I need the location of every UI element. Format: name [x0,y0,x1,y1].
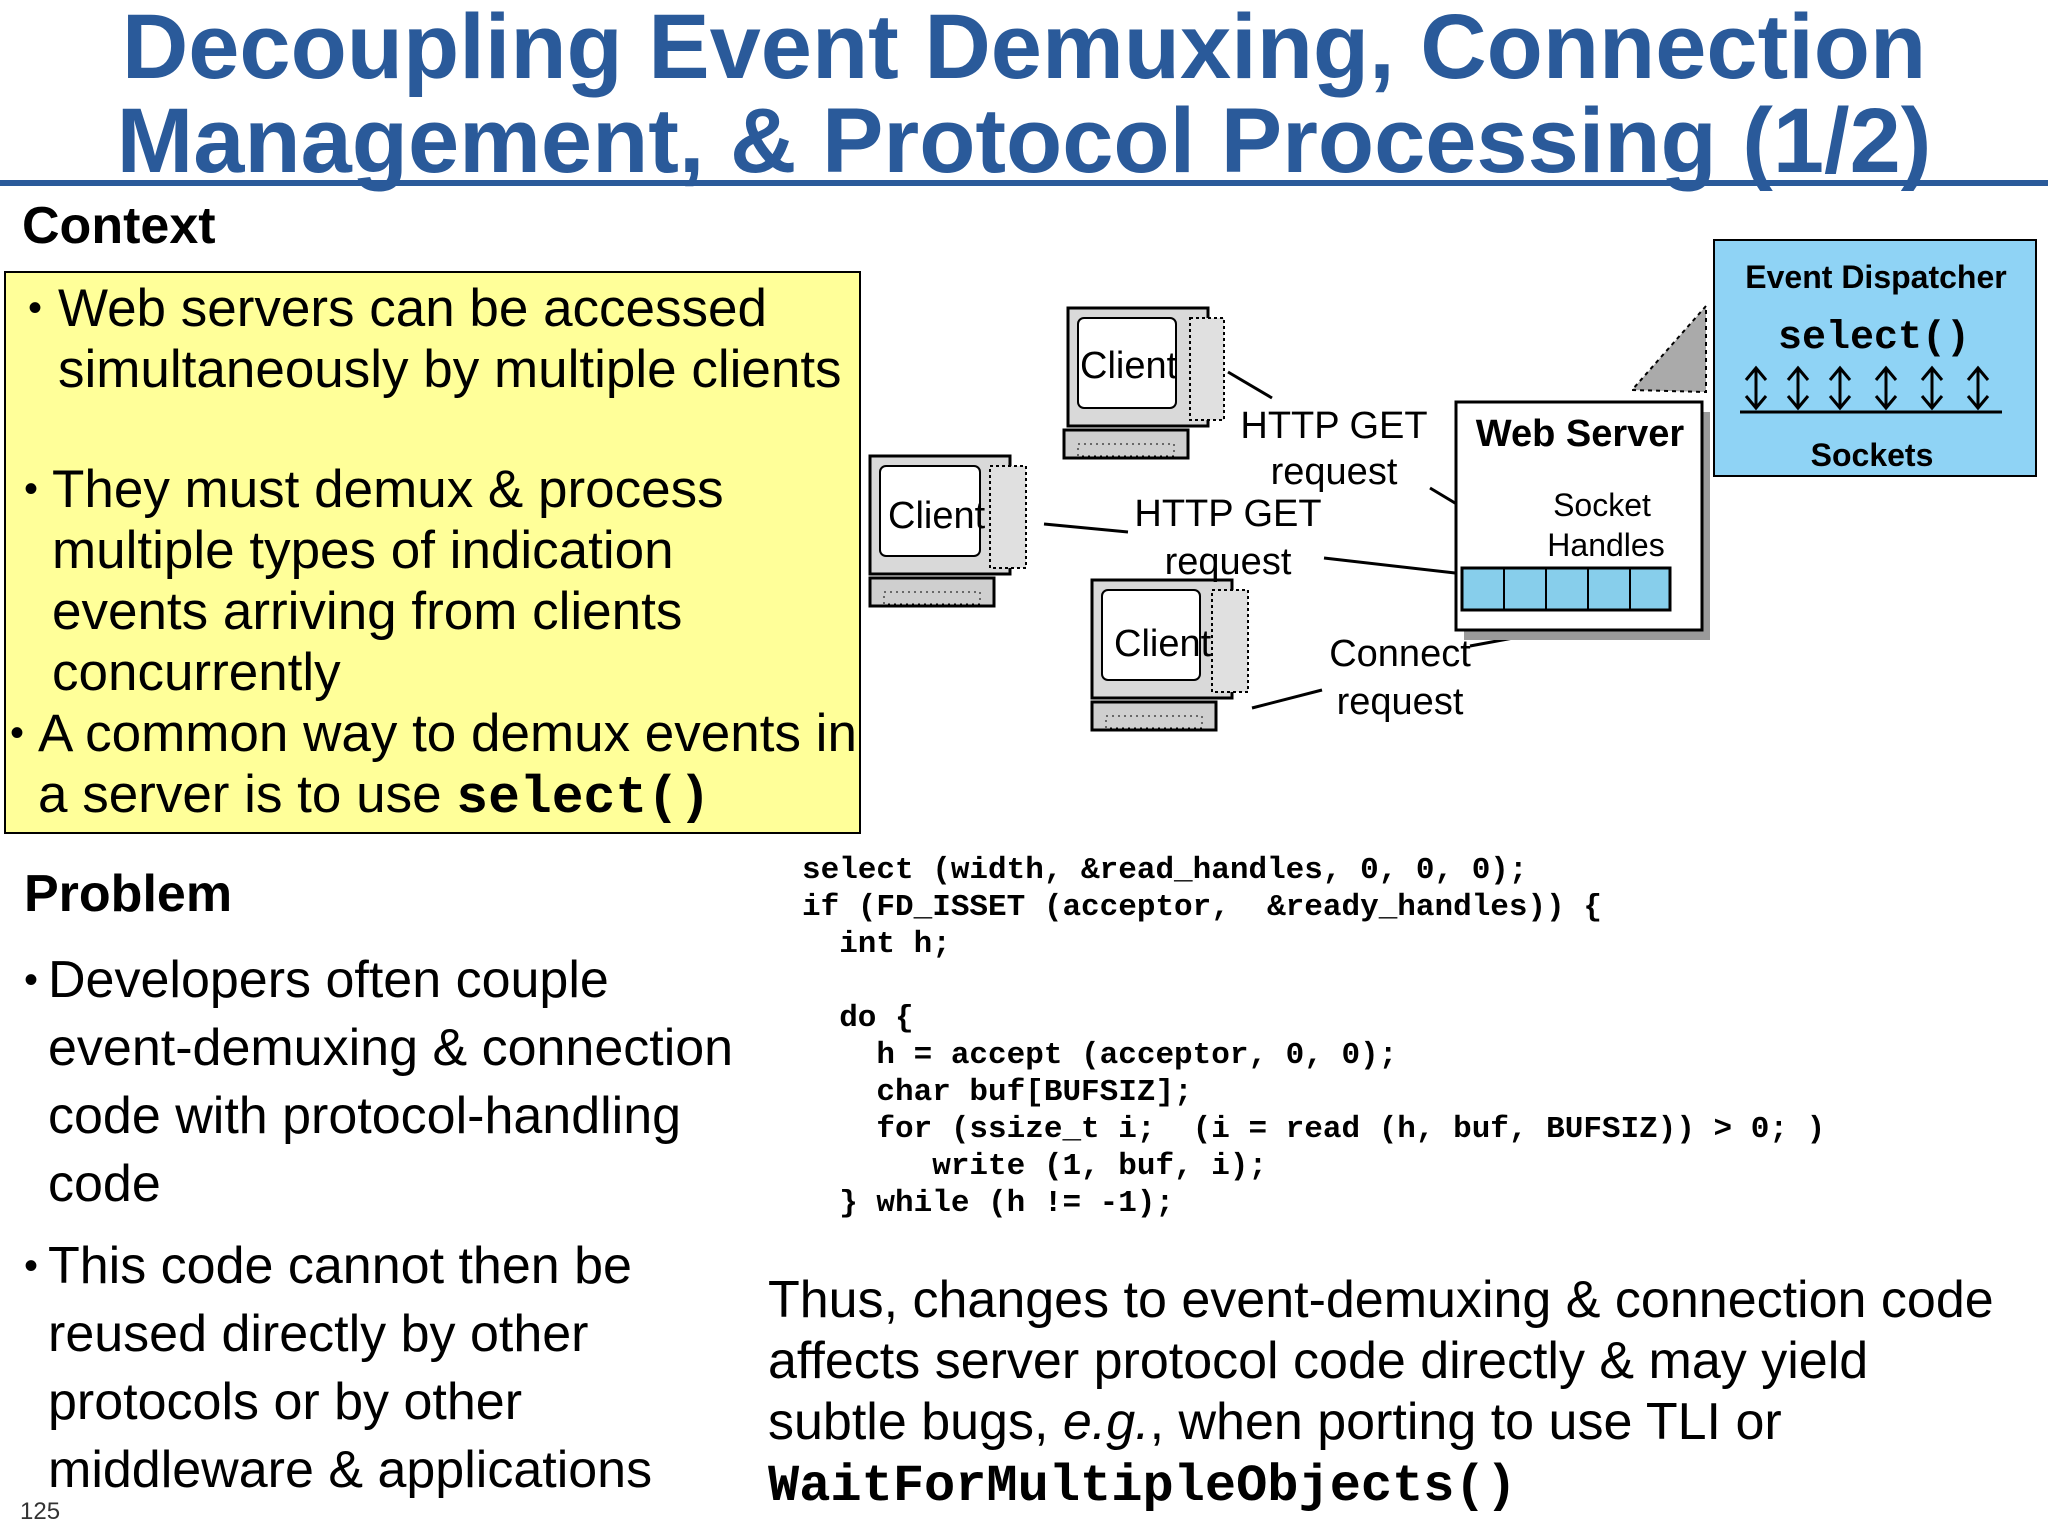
context-bullet-1: • Web servers can be accessed simultaneo… [28,279,842,399]
context-box: • Web servers can be accessed simultaneo… [4,271,861,834]
page-number: 125 [20,1498,61,1525]
client-label-1: Client [1080,345,1178,387]
client-label-2: Client [888,495,986,537]
waitformultipleobjects-call: WaitForMultipleObjects() [768,1457,1517,1516]
code-line: } while (h != -1); [802,1186,1175,1221]
code-line: select (width, &read_handles, 0, 0, 0); [802,853,1528,888]
web-server-box: Web Server Socket Handles [1454,400,1710,640]
request-label-2b: request [1165,541,1292,583]
problem-bullet-1: • Developers often couple event-demuxing… [24,951,734,1213]
request-label-1b: request [1271,451,1398,493]
select-call: select() [456,768,711,828]
request-label-2a: HTTP GET [1134,493,1321,535]
client-label-3: Client [1114,623,1212,665]
socket-arrows [1744,365,1990,411]
context-bullet-2: • They must demux & process multiple typ… [24,460,724,702]
title-line-1: Decoupling Event Demuxing, Connection [121,0,1927,98]
request-label-1a: HTTP GET [1240,405,1427,447]
socket-handles-label-2: Handles [1547,527,1664,563]
request-label-3b: request [1337,681,1464,723]
event-dispatcher-label: Event Dispatcher [1745,259,2006,295]
line-client1 [1227,370,1273,400]
problem-heading: Problem [24,865,233,923]
line-client2 [1043,522,1129,534]
code-line: do { [802,1001,914,1036]
code-line: if (FD_ISSET (acceptor, &ready_handles))… [802,890,1602,925]
dispatcher-select-call: select() [1778,316,1970,361]
title-divider [0,180,2048,186]
code-line: for (ssize_t i; (i = read (h, buf, BUFSI… [802,1112,1826,1147]
client-computer-1: Client [1062,306,1225,460]
line-request-2 [1323,556,1465,576]
client-computer-2: Client [868,454,1027,608]
code-snippet: select (width, &read_handles, 0, 0, 0); … [802,852,1825,1222]
conclusion-text: Thus, changes to event-demuxing & connec… [768,1271,1994,1516]
code-line: write (1, buf, i); [802,1149,1268,1184]
problem-bullet-2: • This code cannot then be reused direct… [24,1237,653,1499]
context-heading: Context [22,197,216,255]
event-dispatcher-box: Event Dispatcher select() Sockets [1713,239,2037,477]
socket-handles-array [1460,566,1672,612]
dispatcher-callout-pointer [1629,303,1707,394]
slide-title: Decoupling Event Demuxing, Connection Ma… [0,0,2048,188]
line-client3 [1251,688,1323,710]
context-bullet-3: • A common way to demux events in a serv… [10,704,857,828]
code-line: char buf[BUFSIZ]; [802,1075,1193,1110]
web-server-diagram: Client Client Client HTTP GET request HT… [868,239,2037,732]
socket-handles-label-1: Socket [1553,487,1651,523]
request-label-3a: Connect [1329,633,1471,675]
code-line: h = accept (acceptor, 0, 0); [802,1038,1398,1073]
sockets-label: Sockets [1811,437,1934,473]
code-line: int h; [802,927,951,962]
title-line-2: Management, & Protocol Processing (1/2) [116,90,1932,192]
client-computer-3: Client [1090,578,1249,732]
web-server-label: Web Server [1476,413,1685,455]
